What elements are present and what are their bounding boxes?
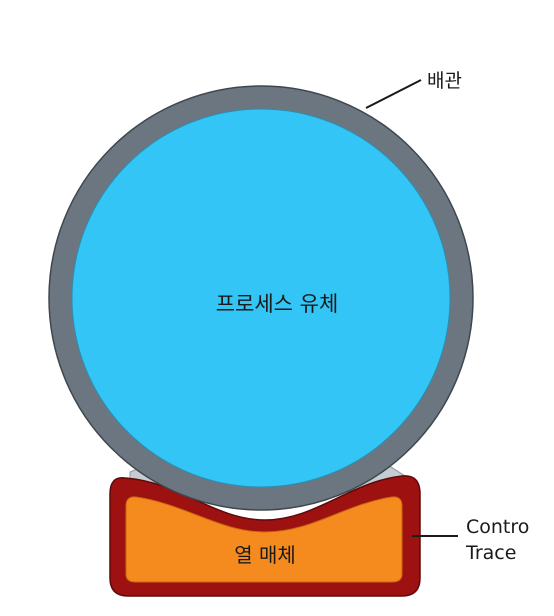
tracer-label-line-1: Contro xyxy=(466,516,530,538)
tracer-label-line-2: Trace xyxy=(466,542,517,564)
heat-medium-label: 열 매체 xyxy=(234,543,296,567)
heat-medium-fill xyxy=(125,496,403,583)
pipe-label: 배관 xyxy=(427,70,462,92)
process-fluid-label: 프로세스 유체 xyxy=(215,292,339,316)
pipe-leader-line xyxy=(365,79,422,109)
process-fluid xyxy=(71,108,451,488)
tracer-label: Contro Trace xyxy=(466,514,529,566)
